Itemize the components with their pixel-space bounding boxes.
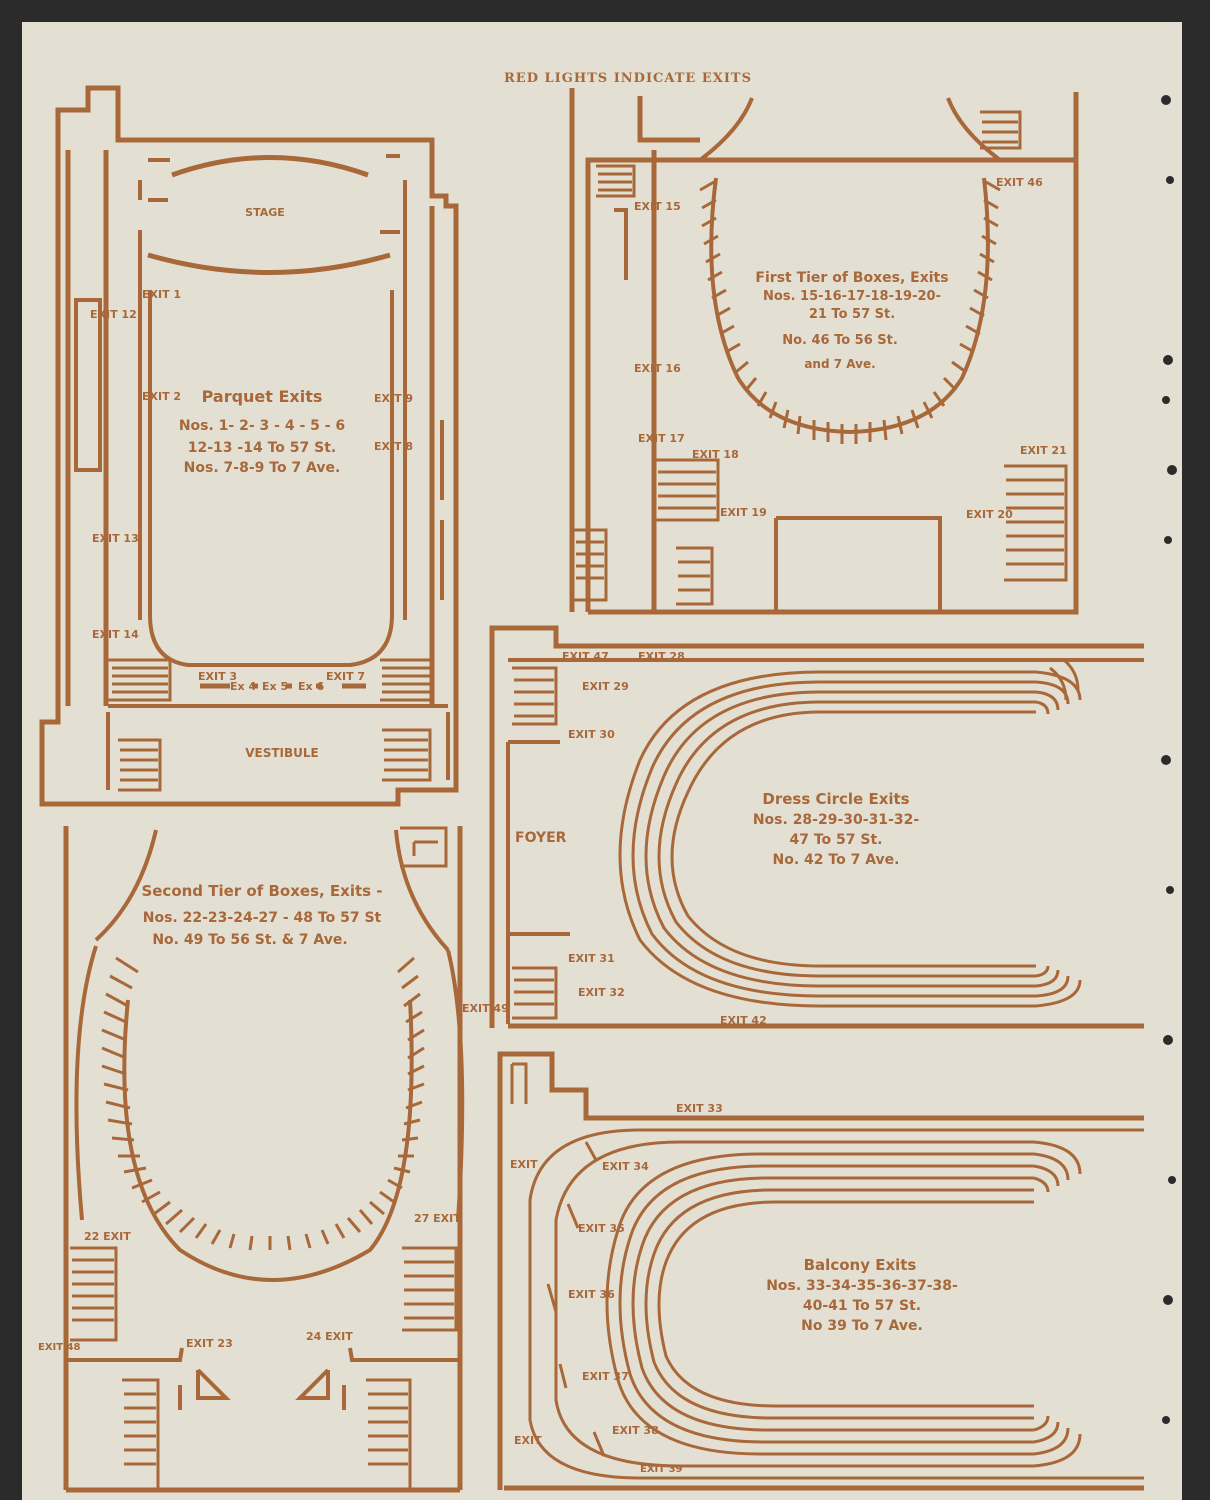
parquet-line-2: 12-13 -14 To 57 St. bbox=[188, 440, 336, 456]
exit-39-label: EXIT 39 bbox=[640, 1464, 683, 1475]
exit-37-label: EXIT 37 bbox=[582, 1370, 629, 1383]
dress-circle-line-1: Nos. 28-29-30-31-32- bbox=[753, 812, 920, 828]
second-tier-line-2: No. 49 To 56 St. & 7 Ave. bbox=[152, 932, 347, 948]
dress-circle-plan: FOYER Dress Circle Exits Nos. 28-29-30-3… bbox=[489, 625, 1144, 1029]
exit-6-label: Ex 6 bbox=[298, 680, 324, 693]
parquet-line-1: Nos. 1- 2- 3 - 4 - 5 - 6 bbox=[179, 418, 345, 434]
exit-34-label: EXIT 34 bbox=[602, 1160, 649, 1173]
exit-15-label: EXIT 15 bbox=[634, 200, 681, 213]
first-tier-line-1: Nos. 15-16-17-18-19-20- bbox=[763, 289, 941, 304]
exit-46-label: EXIT 46 bbox=[996, 176, 1043, 189]
exit-38-label: EXIT 38 bbox=[612, 1424, 659, 1437]
first-tier-plan: First Tier of Boxes, Exits Nos. 15-16-17… bbox=[569, 88, 1079, 615]
exit-47-label: EXIT 47 bbox=[562, 650, 609, 663]
dress-circle-title: Dress Circle Exits bbox=[762, 790, 909, 808]
exit-12-label: EXIT 12 bbox=[90, 308, 137, 321]
vestibule-label: VESTIBULE bbox=[245, 746, 319, 760]
second-tier-plan: Second Tier of Boxes, Exits - Nos. 22-23… bbox=[38, 826, 509, 1493]
balcony-line-1: Nos. 33-34-35-36-37-38- bbox=[766, 1278, 958, 1294]
exit-36-label: EXIT 36 bbox=[568, 1288, 615, 1301]
first-tier-title: First Tier of Boxes, Exits bbox=[755, 270, 948, 286]
parquet-line-3: Nos. 7-8-9 To 7 Ave. bbox=[184, 460, 341, 476]
exit-8-label: EXIT 8 bbox=[374, 440, 413, 453]
exit-3-label: EXIT 3 bbox=[198, 670, 237, 683]
dress-circle-line-3: No. 42 To 7 Ave. bbox=[773, 852, 900, 868]
dress-circle-line-2: 47 To 57 St. bbox=[790, 832, 883, 848]
exit-16-label: EXIT 16 bbox=[634, 362, 681, 375]
exit-27-label: 27 EXIT bbox=[414, 1212, 461, 1225]
exit-28-label: EXIT 28 bbox=[638, 650, 685, 663]
exit-24-label: 24 EXIT bbox=[306, 1330, 353, 1343]
page-header: RED LIGHTS INDICATE EXITS bbox=[504, 71, 752, 86]
exit-48-label: EXIT 48 bbox=[38, 1342, 81, 1353]
exit-49-label: EXIT 49 bbox=[462, 1002, 509, 1015]
exit-7-label: EXIT 7 bbox=[326, 670, 365, 683]
exit-22-label: 22 EXIT bbox=[84, 1230, 131, 1243]
exit-42-label: EXIT 42 bbox=[720, 1014, 767, 1027]
balcony-exit-left-top: EXIT bbox=[510, 1158, 538, 1171]
exit-31-label: EXIT 31 bbox=[568, 952, 615, 965]
second-tier-title: Second Tier of Boxes, Exits - bbox=[141, 882, 382, 900]
exit-19-label: EXIT 19 bbox=[720, 506, 767, 519]
parquet-plan: STAGE VESTIBULE Parquet Exits Nos. 1- 2-… bbox=[39, 85, 459, 807]
exit-35-label: EXIT 35 bbox=[578, 1222, 625, 1235]
exit-21-label: EXIT 21 bbox=[1020, 444, 1067, 457]
first-tier-line-2: 21 To 57 St. bbox=[809, 307, 895, 322]
exit-17-label: EXIT 17 bbox=[638, 432, 685, 445]
exit-5-label: Ex 5 bbox=[262, 680, 288, 693]
exit-20-label: EXIT 20 bbox=[966, 508, 1013, 521]
parquet-title: Parquet Exits bbox=[202, 387, 323, 406]
exit-4-label: Ex 4 bbox=[230, 680, 256, 693]
exit-23-label: EXIT 23 bbox=[186, 1337, 233, 1350]
second-tier-line-1: Nos. 22-23-24-27 - 48 To 57 St bbox=[143, 910, 382, 926]
exit-9-label: EXIT 9 bbox=[374, 392, 413, 405]
balcony-line-2: 40-41 To 57 St. bbox=[803, 1298, 921, 1314]
exit-18-label: EXIT 18 bbox=[692, 448, 739, 461]
balcony-line-3: No 39 To 7 Ave. bbox=[801, 1318, 923, 1334]
balcony-exit-left-bottom: EXIT bbox=[514, 1434, 542, 1447]
first-tier-line-3: No. 46 To 56 St. bbox=[782, 333, 898, 348]
exit-14-label: EXIT 14 bbox=[92, 628, 139, 641]
exit-29-label: EXIT 29 bbox=[582, 680, 629, 693]
foyer-label: FOYER bbox=[515, 830, 567, 846]
stage-label: STAGE bbox=[245, 206, 285, 219]
exit-30-label: EXIT 30 bbox=[568, 728, 615, 741]
exit-2-label: EXIT 2 bbox=[142, 390, 181, 403]
balcony-plan: Balcony Exits Nos. 33-34-35-36-37-38- 40… bbox=[497, 1051, 1144, 1491]
exit-32-label: EXIT 32 bbox=[578, 986, 625, 999]
torn-edge bbox=[1161, 95, 1177, 1424]
balcony-title: Balcony Exits bbox=[804, 1256, 917, 1274]
first-tier-line-4: and 7 Ave. bbox=[804, 357, 875, 371]
exit-1-label: EXIT 1 bbox=[142, 288, 181, 301]
exit-33-label: EXIT 33 bbox=[676, 1102, 723, 1115]
exit-13-label: EXIT 13 bbox=[92, 532, 139, 545]
